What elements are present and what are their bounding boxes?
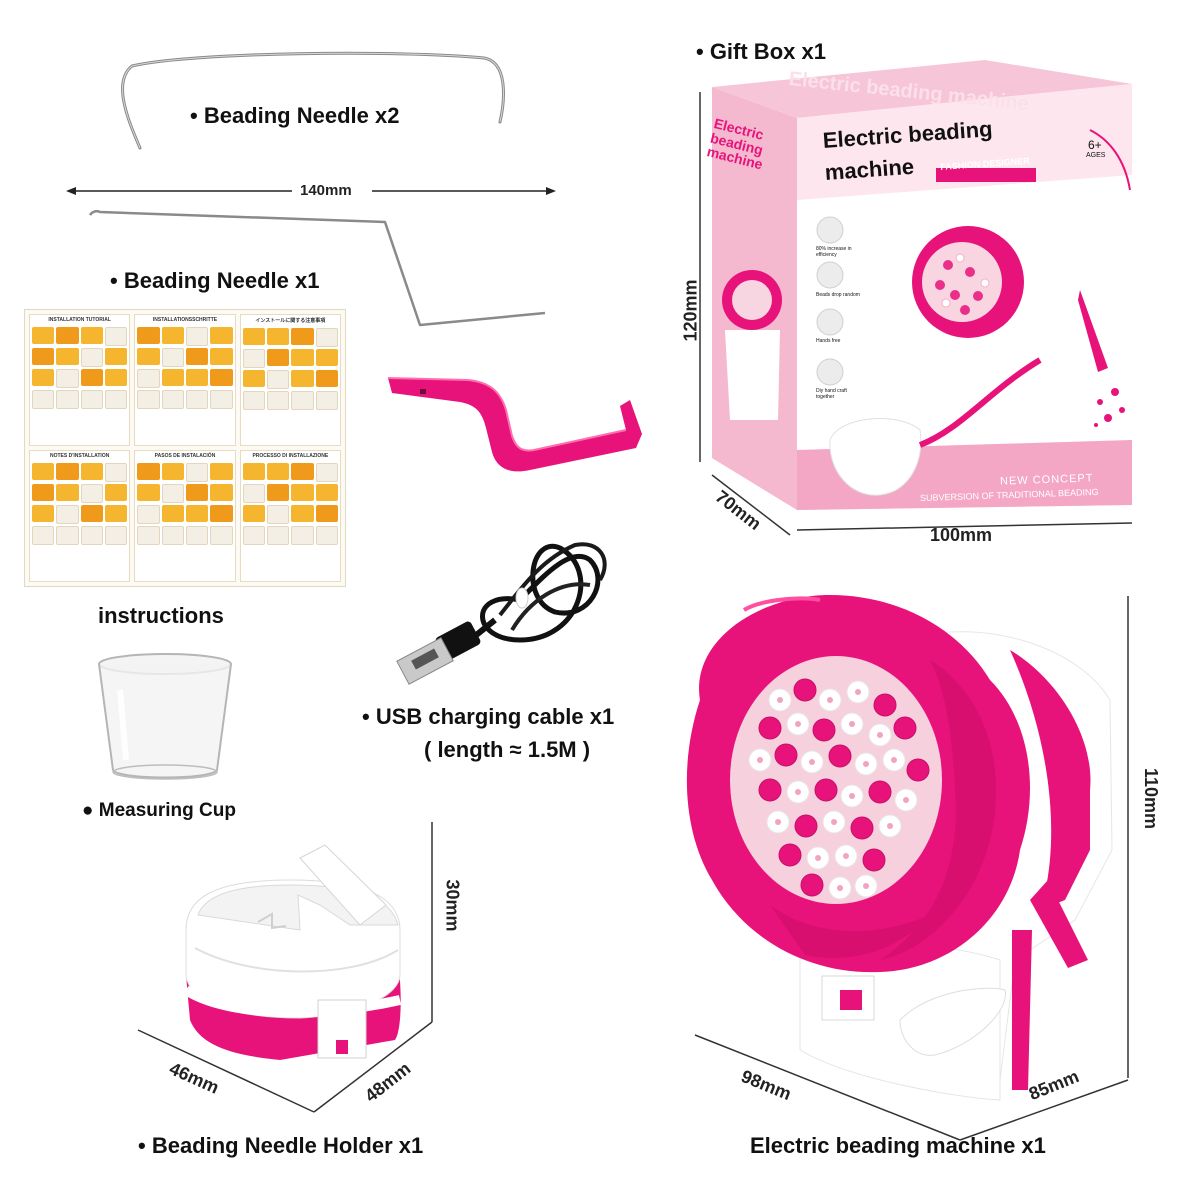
label-beading-needle-x1: • Beading Needle x1 — [110, 268, 320, 293]
curved-needle — [121, 51, 505, 150]
label-instructions: instructions — [98, 603, 224, 628]
beading-machine — [686, 595, 1129, 1141]
needle-holder — [137, 822, 433, 1113]
box-feature-3: Hands free — [816, 338, 841, 344]
instruction-panel: PROCESSO DI INSTALLAZIONE — [239, 450, 341, 582]
panel-title: INSTALLATION TUTORIAL — [48, 317, 111, 323]
label-usb-cable: • USB charging cable x1 — [362, 704, 615, 729]
label-gift-box: • Gift Box x1 — [696, 39, 826, 64]
label-usb-length: ( length ≈ 1.5M ) — [424, 737, 591, 762]
label-needle-holder: • Beading Needle Holder x1 — [138, 1133, 424, 1158]
panel-title: PROCESSO DI INSTALLAZIONE — [252, 453, 329, 459]
needle-dimension-arrow — [66, 187, 556, 195]
panel-title: NOTES D'INSTALLATION — [49, 453, 110, 459]
instruction-panel: インストールに関する注意事項 — [239, 314, 341, 446]
usb-cable — [396, 542, 607, 685]
panel-title: INSTALLATIONSSCHRITTE — [152, 317, 218, 323]
dim-box-height: 120mm — [680, 279, 701, 342]
dim-box-width: 100mm — [930, 525, 993, 545]
box-feature-1: 80% increase in efficiency — [816, 246, 852, 258]
dim-needle-length: 140mm — [300, 182, 352, 199]
dim-holder-height: 30mm — [442, 879, 463, 932]
gift-box — [699, 60, 1133, 536]
label-measuring-cup: ● Measuring Cup — [82, 800, 236, 821]
box-feature-2: Beads drop random — [816, 292, 860, 298]
box-age: 6+ — [1088, 138, 1102, 152]
instruction-panel: INSTALLATION TUTORIAL — [29, 314, 131, 446]
label-beading-machine: Electric beading machine x1 — [750, 1133, 1046, 1158]
box-age-sub: AGES — [1086, 152, 1106, 159]
instruction-panel: PASOS DE INSTALACIÓN — [134, 450, 236, 582]
instruction-panel: NOTES D'INSTALLATION — [29, 450, 131, 582]
measuring-cup — [98, 653, 232, 780]
instructions-sheet: INSTALLATION TUTORIAL INSTALLATIONSSCHRI… — [24, 309, 346, 587]
straight-needle — [88, 209, 546, 327]
pink-crank-handle — [387, 377, 642, 472]
dim-machine-height: 110mm — [1141, 767, 1162, 830]
instruction-panel: INSTALLATIONSSCHRITTE — [134, 314, 236, 446]
panel-title: PASOS DE INSTALACIÓN — [154, 453, 216, 459]
label-beading-needle-x2: • Beading Needle x2 — [190, 103, 400, 128]
box-feature-4: Diy hand craft together — [816, 388, 847, 400]
panel-title: インストールに関する注意事項 — [255, 318, 326, 324]
